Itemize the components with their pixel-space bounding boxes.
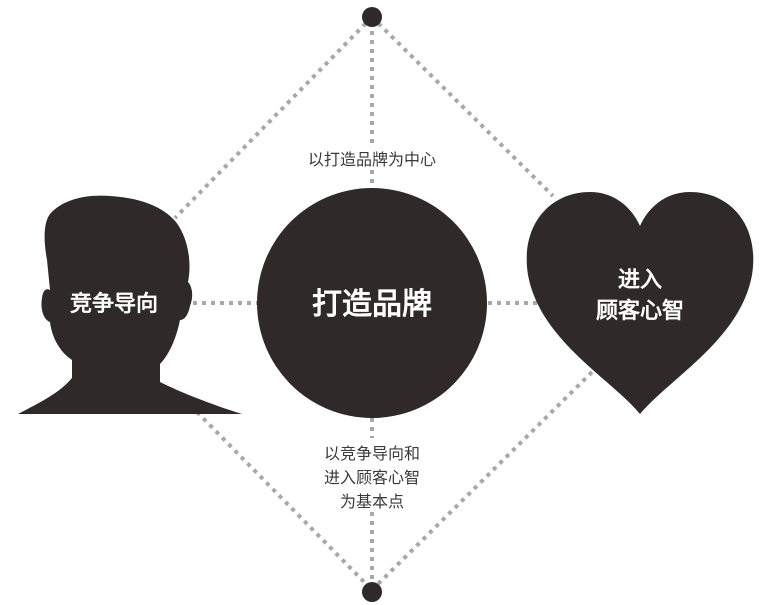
- connector-bottom-left: [195, 410, 374, 592]
- connector-top-left: [173, 15, 374, 220]
- heart-icon: [526, 192, 754, 414]
- vertex-dot-top: [362, 7, 382, 27]
- node-label-left: 竞争导向: [70, 291, 158, 317]
- connector-top-right: [370, 15, 555, 198]
- node-label-center: 打造品牌: [312, 287, 432, 322]
- diamond-connectors: [173, 15, 594, 592]
- center-circle: [257, 188, 487, 418]
- person-silhouette-icon: [18, 195, 242, 414]
- annotation-bottom-line-2: 进入顾客心智: [324, 468, 420, 487]
- annotation-bottom-line-1: 以竞争导向和: [324, 444, 420, 463]
- node-label-right-line-1: 进入: [618, 268, 662, 293]
- annotation-bottom-line-3: 为基本点: [340, 492, 404, 511]
- node-label-right-line-2: 顾客心智: [596, 298, 684, 324]
- vertex-dot-bottom: [362, 582, 382, 602]
- connector-bottom-right: [370, 370, 594, 592]
- annotation-top: 以打造品牌为中心: [308, 150, 436, 169]
